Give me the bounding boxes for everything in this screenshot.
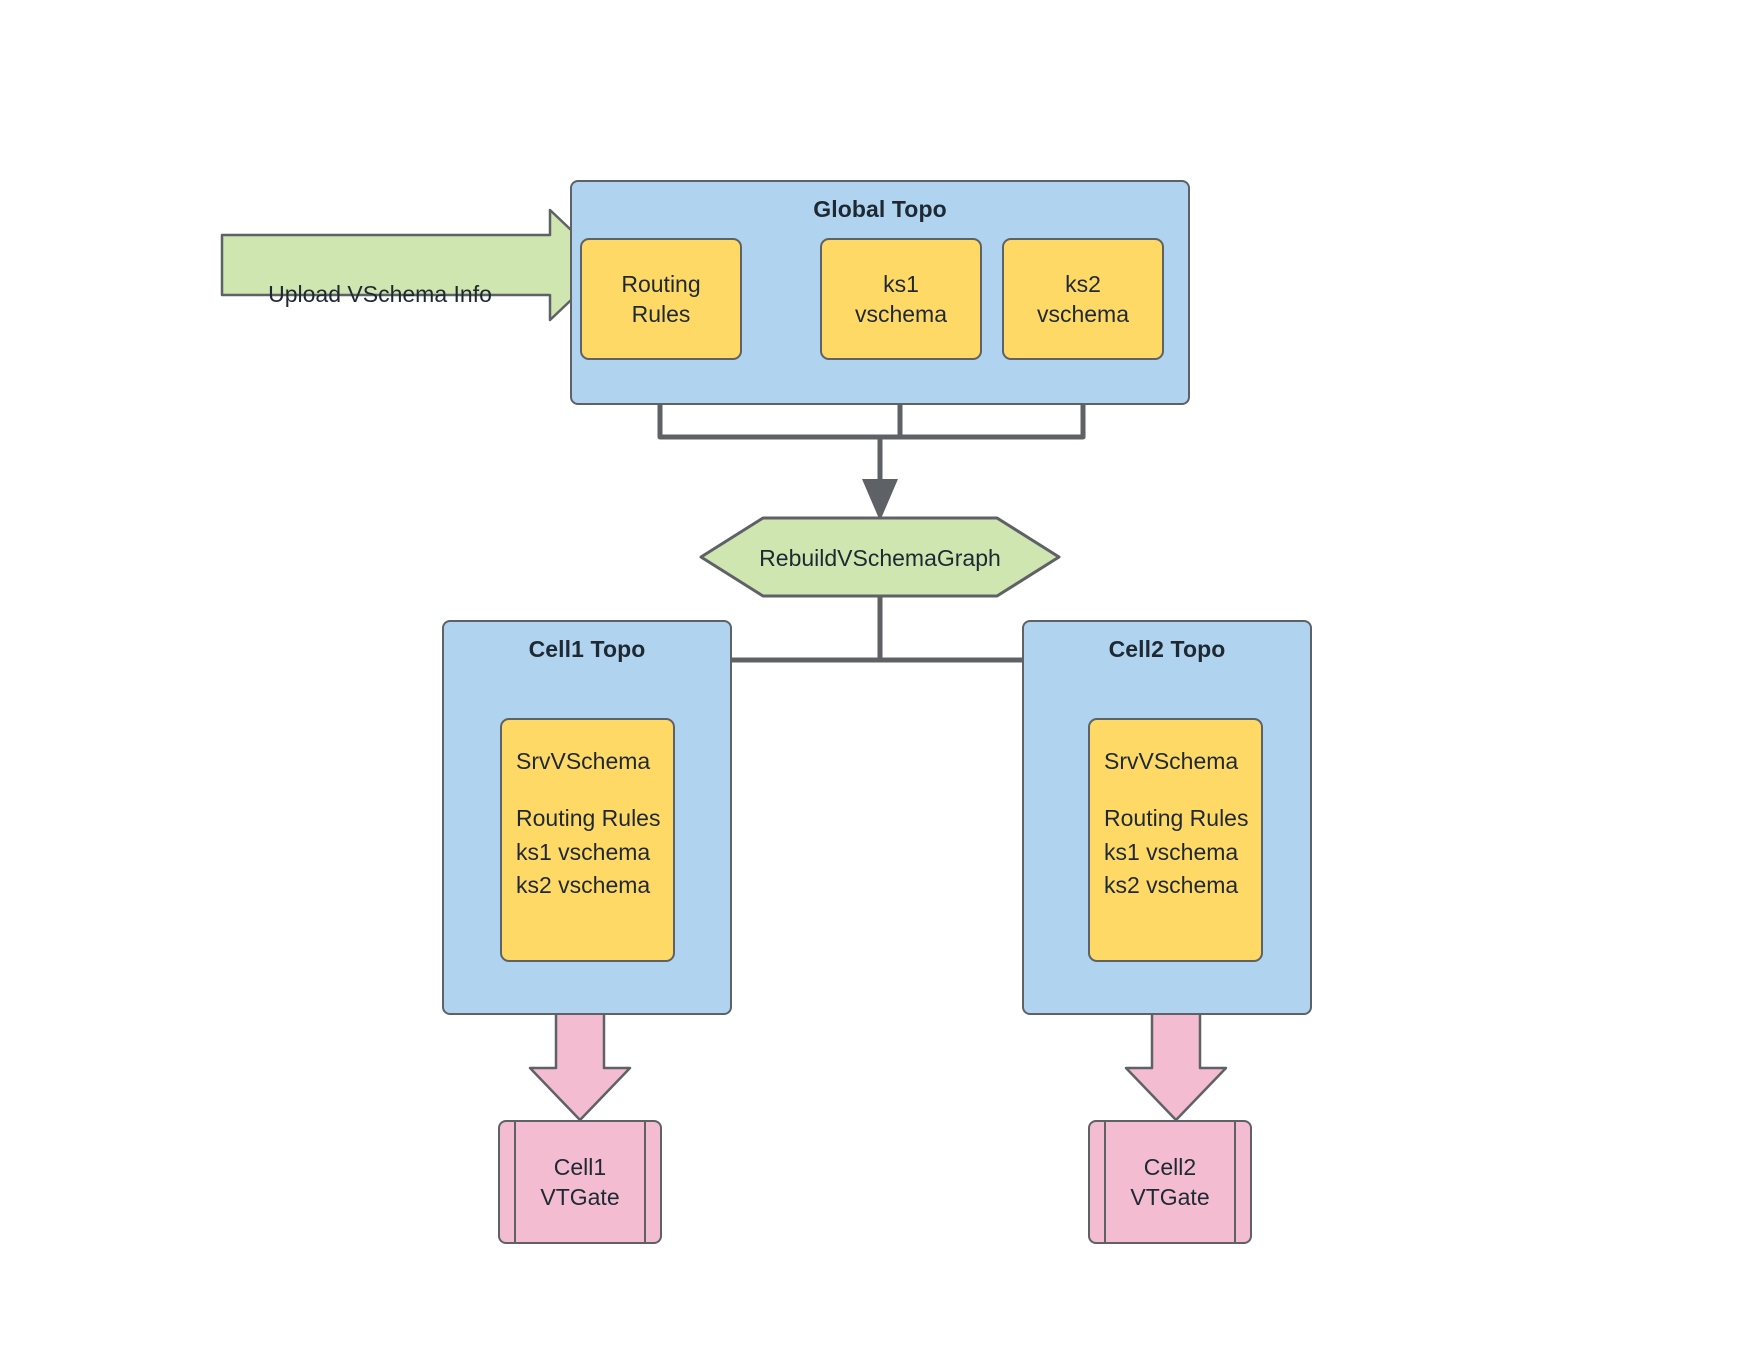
cell2-topo-label: Cell2 Topo <box>1108 636 1226 662</box>
cell1-srvvschema-title: SrvVSchema <box>516 748 651 774</box>
ks2-vschema-box[interactable]: ks2 vschema <box>1002 238 1164 360</box>
routing-rules-box[interactable]: Routing Rules <box>580 238 742 360</box>
global-topo-label: Global Topo <box>813 196 947 222</box>
cell2-srvvschema-box[interactable]: SrvVSchema Routing Rules ks1 vschema ks2… <box>1088 718 1263 962</box>
ks1-vschema-box[interactable]: ks1 vschema <box>820 238 982 360</box>
cell1-srvvschema-box[interactable]: SrvVSchema Routing Rules ks1 vschema ks2… <box>500 718 675 962</box>
cell2-srvvschema-items: Routing Rules ks1 vschema ks2 vschema <box>1104 805 1249 899</box>
cell1-topo-label: Cell1 Topo <box>528 636 646 662</box>
cell2-srvvschema-title: SrvVSchema <box>1104 748 1239 774</box>
cell2-vtgate-node[interactable]: Cell2 VTGate <box>1088 1120 1252 1244</box>
cell1-srvvschema-items: Routing Rules ks1 vschema ks2 vschema <box>516 805 661 899</box>
cell1-vtgate-node[interactable]: Cell1 VTGate <box>498 1120 662 1244</box>
rebuild-vschema-graph-label: RebuildVSchemaGraph <box>759 545 1001 571</box>
upload-vschema-arrow-label: Upload VSchema Info <box>268 281 492 307</box>
